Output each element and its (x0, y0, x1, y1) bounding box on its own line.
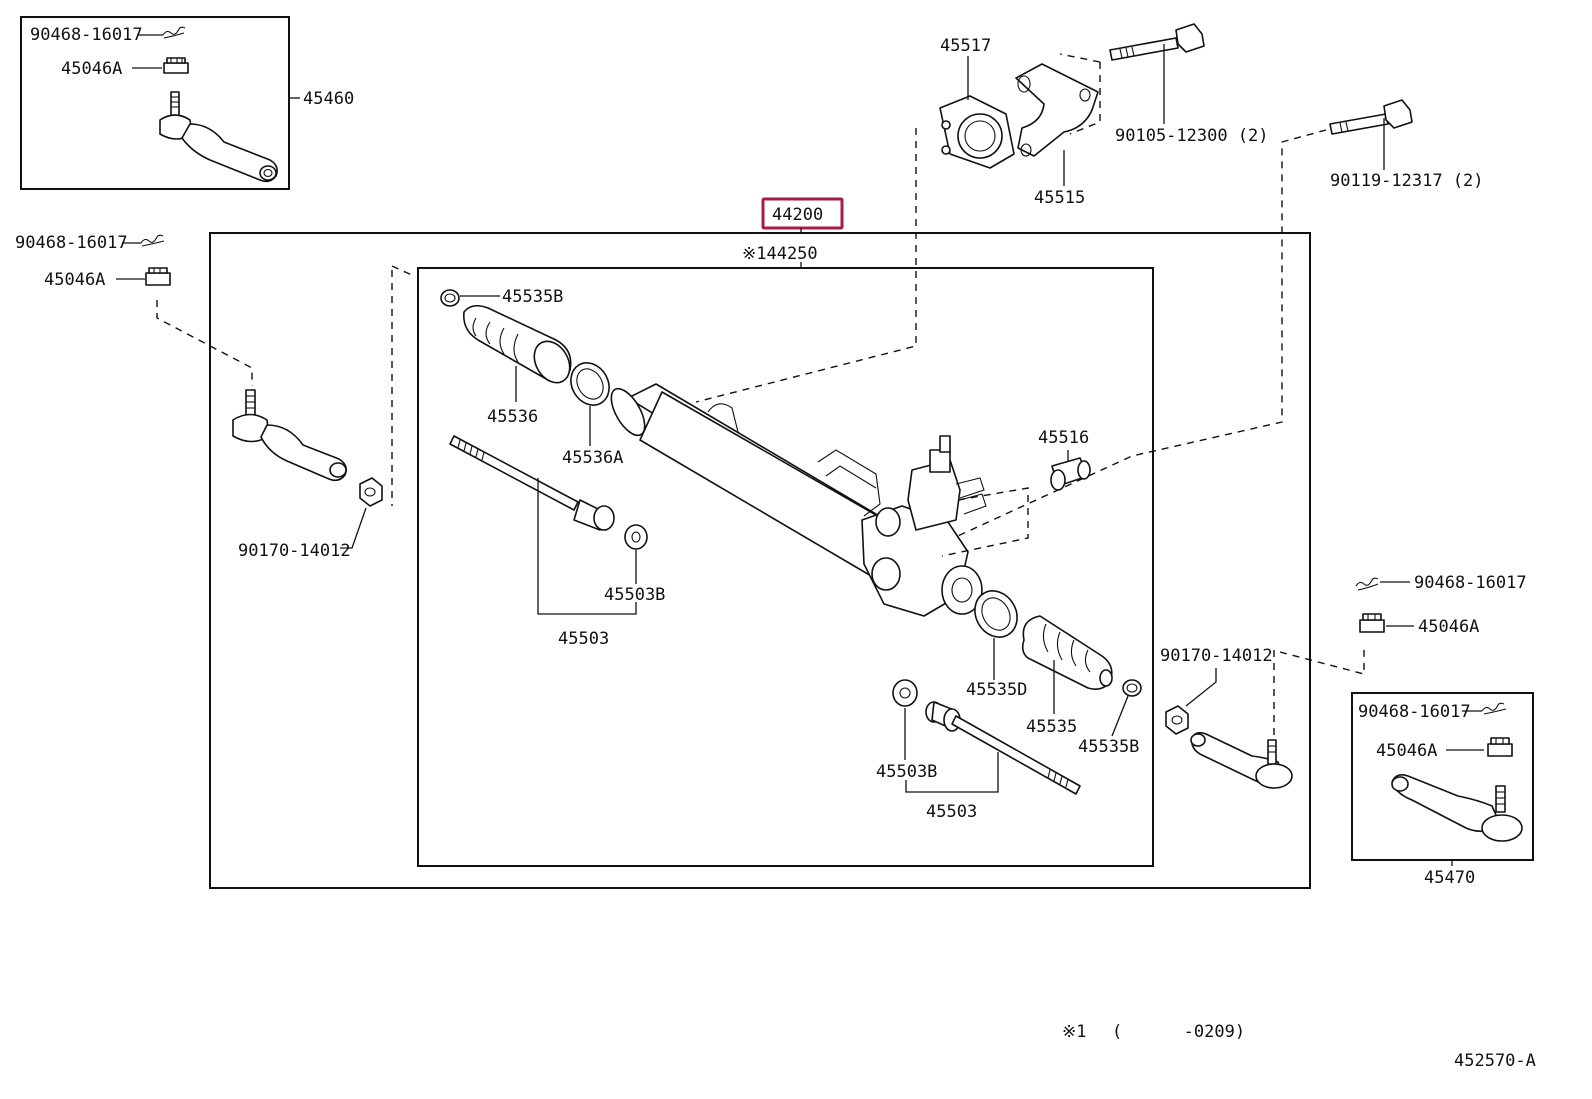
boot-clamp-right-icon (1122, 679, 1142, 697)
r-locknut-leader (1185, 668, 1217, 707)
label-bushing: 45516 (1038, 428, 1089, 448)
bolt-b-dashed-guide (935, 129, 1327, 547)
label-main-part[interactable]: 44200 (772, 205, 823, 225)
label-tl-assy: 45460 (303, 89, 354, 109)
steering-gear-assembly-box (209, 232, 1311, 889)
bracket-dashed-guide (695, 128, 917, 403)
label-bracket: 45517 (940, 36, 991, 56)
label-boot-clamp-left: 45535B (502, 287, 563, 307)
bolt-a-dashed-guide (1059, 53, 1101, 63)
inner-rod-right-leader (905, 752, 999, 793)
bracket-45517-icon (939, 95, 1015, 169)
r-locknut-icon (1165, 705, 1189, 735)
label-inner-rod-left: 45503 (558, 629, 609, 649)
tl-castle-nut-icon (132, 57, 189, 74)
label-boot-left: 45536 (487, 407, 538, 427)
top-left-tie-rod-end-box (20, 16, 290, 190)
bracket-cap-45515-icon (1015, 63, 1099, 157)
label-boot-clamp-right: 45535B (1078, 737, 1139, 757)
label-boot-right: 45535 (1026, 717, 1077, 737)
label-l-cotter: 90468-16017 (15, 233, 128, 253)
r-nut-dashed-guide (1279, 646, 1365, 675)
part-44200-highlight[interactable] (761, 197, 844, 230)
r-tie-rod-end-icon (1190, 731, 1293, 789)
label-bracket-cap: 45515 (1034, 188, 1085, 208)
boot-clamp-left-icon (440, 289, 500, 307)
r-castle-nut-icon (1359, 613, 1414, 633)
tl-cotter-pin-icon (137, 26, 186, 39)
label-inner-rod-right: 45503 (926, 802, 977, 822)
r-cotter-pin-icon (1355, 577, 1410, 591)
bottom-right-tie-rod-end-box (1351, 692, 1534, 861)
bushing-dashed-guide (941, 487, 1029, 557)
rack-subassembly-box (417, 267, 1154, 867)
label-tl-cotter: 90468-16017 (30, 25, 143, 45)
label-l-locknut: 90170-14012 (238, 541, 351, 561)
footnote-range: ( -0209) (1112, 1022, 1245, 1042)
label-r-locknut: 90170-14012 (1160, 646, 1273, 666)
label-washer-left: 45503B (604, 585, 665, 605)
l-castle-nut-icon (116, 267, 171, 286)
label-clamp-left: 45536A (562, 448, 623, 468)
label-l-nut: 45046A (44, 270, 105, 290)
l-dashed-guide-top (391, 265, 415, 277)
label-tl-nut: 45046A (61, 59, 122, 79)
washer-right-icon (892, 679, 918, 707)
l-locknut-leader (340, 507, 367, 549)
l-locknut-icon (359, 477, 383, 507)
label-bolt-b: 90119-12317 (2) (1330, 171, 1484, 191)
label-br-assy: 45470 (1424, 868, 1475, 888)
washer-left-icon (624, 524, 648, 550)
footnote-mark: ※1 (1062, 1022, 1086, 1042)
label-br-cotter: 90468-16017 (1358, 702, 1471, 722)
label-r-cotter: 90468-16017 (1414, 573, 1527, 593)
label-washer-right: 45503B (876, 762, 937, 782)
diagram-code: 452570-A (1454, 1051, 1536, 1071)
boot-right-icon (1021, 615, 1113, 690)
clamp-right-icon (974, 590, 1018, 638)
clamp-left-icon (570, 362, 610, 406)
br-tie-rod-end-icon (1391, 774, 1523, 842)
bolt-90119-icon (1329, 99, 1413, 135)
bolt-a-dashed-guide-2 (1069, 62, 1101, 135)
boot-left-icon (462, 304, 572, 384)
tl-tie-rod-end-icon (159, 91, 278, 183)
inner-rod-left-icon (449, 435, 615, 531)
label-sub-part: ※144250 (742, 244, 818, 264)
br-cotter-pin-icon (1462, 702, 1507, 715)
bushing-45516-icon (1050, 457, 1091, 491)
rack-housing-icon (610, 383, 903, 581)
inner-rod-right-icon (925, 701, 1081, 795)
l-tie-rod-end-icon (232, 389, 347, 482)
inner-rod-left-leader (537, 478, 637, 615)
l-nut-dashed-guide (156, 300, 253, 386)
label-r-nut: 45046A (1418, 617, 1479, 637)
label-br-nut: 45046A (1376, 741, 1437, 761)
valve-body-icon (861, 435, 987, 617)
l-cotter-pin-icon (122, 234, 165, 247)
label-bolt-a: 90105-12300 (2) (1115, 126, 1269, 146)
label-clamp-right: 45535D (966, 680, 1027, 700)
bolt-90105-icon (1109, 23, 1205, 61)
boot-clamp-right-leader (1111, 695, 1129, 737)
br-castle-nut-icon (1446, 737, 1513, 757)
